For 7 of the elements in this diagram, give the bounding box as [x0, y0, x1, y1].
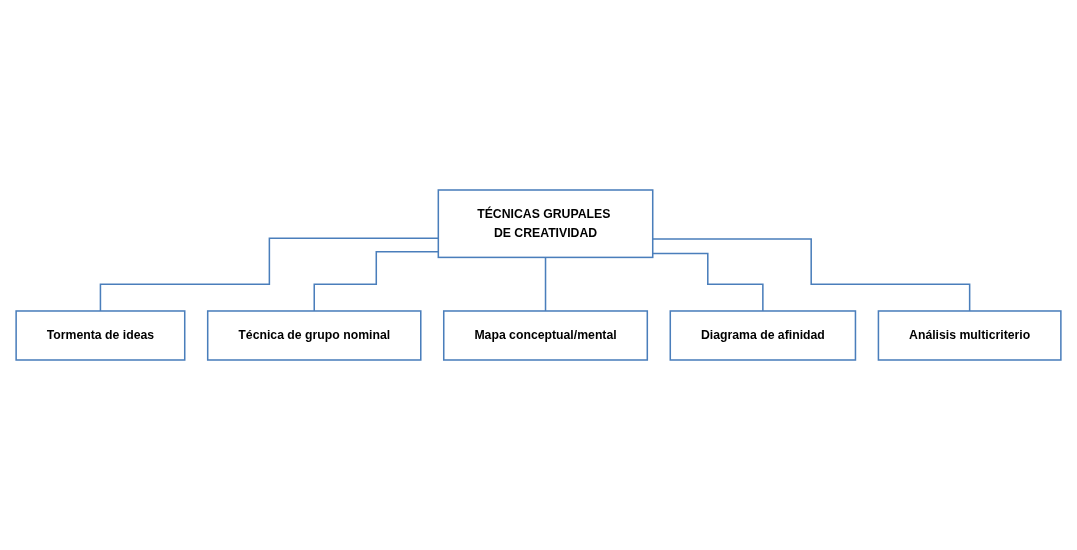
node-box: Tormenta de ideas [15, 310, 186, 361]
node-box: Diagrama de afinidad [669, 310, 857, 361]
connector [544, 256, 547, 312]
node-box: Técnica de grupo nominal [206, 310, 422, 361]
node-box: Mapa conceptual/mental [443, 310, 649, 361]
node-box: Análisis multicriterio [877, 310, 1062, 361]
node-box: TÉCNICAS GRUPALES DE CREATIVIDAD [437, 189, 654, 259]
